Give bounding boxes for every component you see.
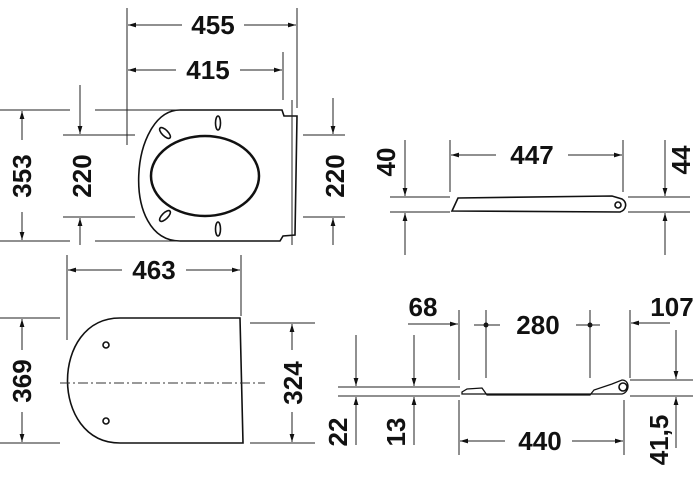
seat-top-view <box>0 8 345 245</box>
seat-side-view-bottom <box>338 310 693 455</box>
dim-hinge-spacing-280: 280 <box>516 310 559 340</box>
dim-width-415: 415 <box>186 55 229 85</box>
dim-depth-324: 324 <box>278 361 308 405</box>
dim-height-41-5: 41,5 <box>644 415 674 466</box>
dim-height-40: 40 <box>371 148 401 177</box>
dim-inner-left-220: 220 <box>67 154 97 197</box>
dim-offset-68: 68 <box>409 292 438 322</box>
dim-depth-369: 369 <box>7 359 37 402</box>
seat-side-view-top <box>390 140 690 255</box>
dim-height-22: 22 <box>323 418 353 447</box>
dim-length-447: 447 <box>510 140 553 170</box>
dim-offset-107: 107 <box>650 292 693 322</box>
dim-height-44: 44 <box>666 145 696 174</box>
dim-length-440: 440 <box>518 426 561 456</box>
dim-height-13: 13 <box>381 418 411 447</box>
seat-bottom-view <box>0 255 315 444</box>
dim-depth-353: 353 <box>7 154 37 197</box>
dim-width-463: 463 <box>132 255 175 285</box>
dim-inner-right-220: 220 <box>320 154 350 197</box>
dim-width-455: 455 <box>191 10 234 40</box>
